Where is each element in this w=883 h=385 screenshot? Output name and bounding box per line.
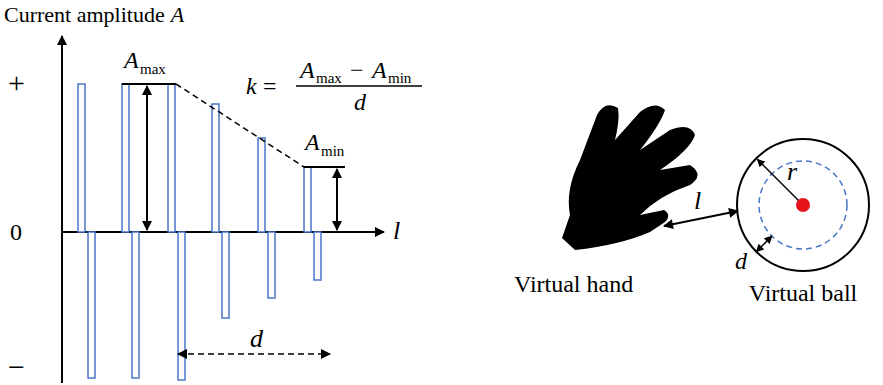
pulse-bar — [122, 84, 129, 232]
pulse-bar — [168, 84, 175, 232]
formula-symbol: A — [300, 58, 315, 82]
subscript: max — [316, 71, 342, 86]
pulse-bar — [132, 232, 139, 378]
pulse-bar — [222, 232, 229, 318]
pulse-bar — [78, 84, 85, 232]
amin-symbol: A — [305, 130, 320, 154]
formula-symbol: A — [372, 58, 387, 82]
y-axis — [61, 36, 63, 383]
amax-line — [122, 83, 176, 85]
pulse-bar — [258, 138, 265, 232]
pulse-bar — [268, 232, 275, 298]
figure-label: Virtual hand — [514, 272, 633, 296]
pulse-bar — [88, 232, 95, 378]
axis-label: l — [393, 218, 400, 244]
ball-center — [796, 198, 810, 212]
ball-circle — [737, 139, 869, 271]
current-pulses — [78, 84, 321, 380]
thickness-arrow — [756, 236, 772, 252]
ball-outline — [737, 139, 869, 271]
decay-line — [176, 84, 304, 167]
axis-title-symbol: A — [171, 4, 184, 26]
axis-title: Current amplitude — [4, 4, 165, 26]
pulse-bar — [314, 232, 321, 280]
amax-arrow — [146, 86, 148, 230]
dimension-label: d — [250, 326, 263, 352]
formula-symbol: d — [354, 90, 366, 114]
subscript: min — [388, 71, 411, 86]
hand-silhouette — [562, 105, 698, 250]
formula-symbol: − — [350, 58, 364, 82]
sign-label: − — [8, 352, 25, 382]
subscript: min — [321, 144, 344, 159]
pulse-bar — [178, 232, 185, 380]
amin-arrow — [336, 169, 338, 230]
ball-node: rdVirtual ball — [737, 139, 869, 271]
formula-symbol: k — [246, 74, 257, 98]
thickness-label: d — [735, 249, 747, 273]
formula-symbol: = — [263, 74, 277, 98]
pulse-bar — [304, 167, 311, 232]
radius-label: r — [787, 159, 797, 185]
amax-symbol: A — [124, 48, 139, 72]
subscript: max — [140, 62, 166, 77]
figure-label: Virtual ball — [749, 281, 858, 305]
dimension-label: l — [694, 188, 701, 214]
pulse-bar — [212, 104, 219, 232]
d-arrow — [178, 353, 330, 355]
amin-line — [304, 166, 345, 168]
radius-arrow — [757, 159, 803, 205]
sign-label: + — [8, 68, 25, 98]
zero-label: 0 — [10, 220, 22, 244]
